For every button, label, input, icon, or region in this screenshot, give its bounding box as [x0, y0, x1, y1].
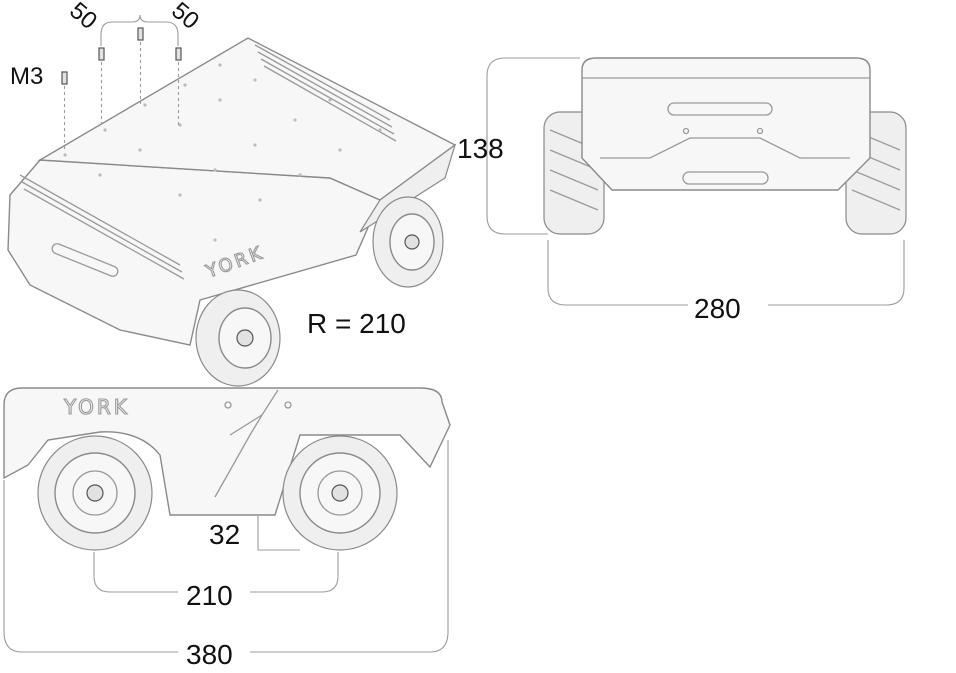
wheelbase-label: 210 — [186, 580, 233, 611]
screw-size-label: M3 — [10, 63, 43, 90]
side-chassis — [3, 387, 451, 516]
height-dim-line — [486, 57, 580, 235]
length-dim-right — [250, 440, 449, 653]
iso-wheel-front — [195, 289, 281, 387]
width-dim-right — [768, 240, 905, 306]
side-view: YORK 32 210 380 — [3, 387, 451, 670]
side-wheel-rear — [37, 435, 153, 551]
length-dim-left — [3, 480, 178, 653]
front-handle — [667, 102, 773, 116]
ground-clearance-label: 32 — [209, 519, 240, 550]
front-chevron — [600, 137, 850, 159]
side-wheel-front — [282, 435, 398, 551]
width-label: 280 — [694, 293, 741, 324]
iso-handle — [51, 243, 119, 277]
screw-spacing-label-b: 50 — [166, 0, 204, 35]
iso-vents — [19, 44, 397, 280]
height-label: 138 — [457, 133, 504, 164]
turn-radius-label: R = 210 — [307, 308, 406, 339]
side-panel-groove — [229, 414, 263, 436]
wheelbase-dim-right — [250, 552, 339, 593]
iso-screws — [61, 14, 182, 152]
side-panel-split — [214, 389, 279, 498]
screw-spacing-label-a: 50 — [64, 0, 102, 35]
front-lower-slot — [682, 171, 769, 185]
iso-wheel-rear — [372, 196, 444, 288]
iso-mount-holes — [63, 63, 382, 242]
front-view: 138 280 — [457, 57, 907, 324]
side-logo: YORK — [63, 395, 130, 419]
length-label: 380 — [186, 639, 233, 670]
wheelbase-dim-left — [93, 552, 178, 593]
clearance-dim — [257, 515, 300, 551]
width-dim-left — [547, 240, 688, 306]
isometric-view: YORK — [7, 0, 457, 387]
